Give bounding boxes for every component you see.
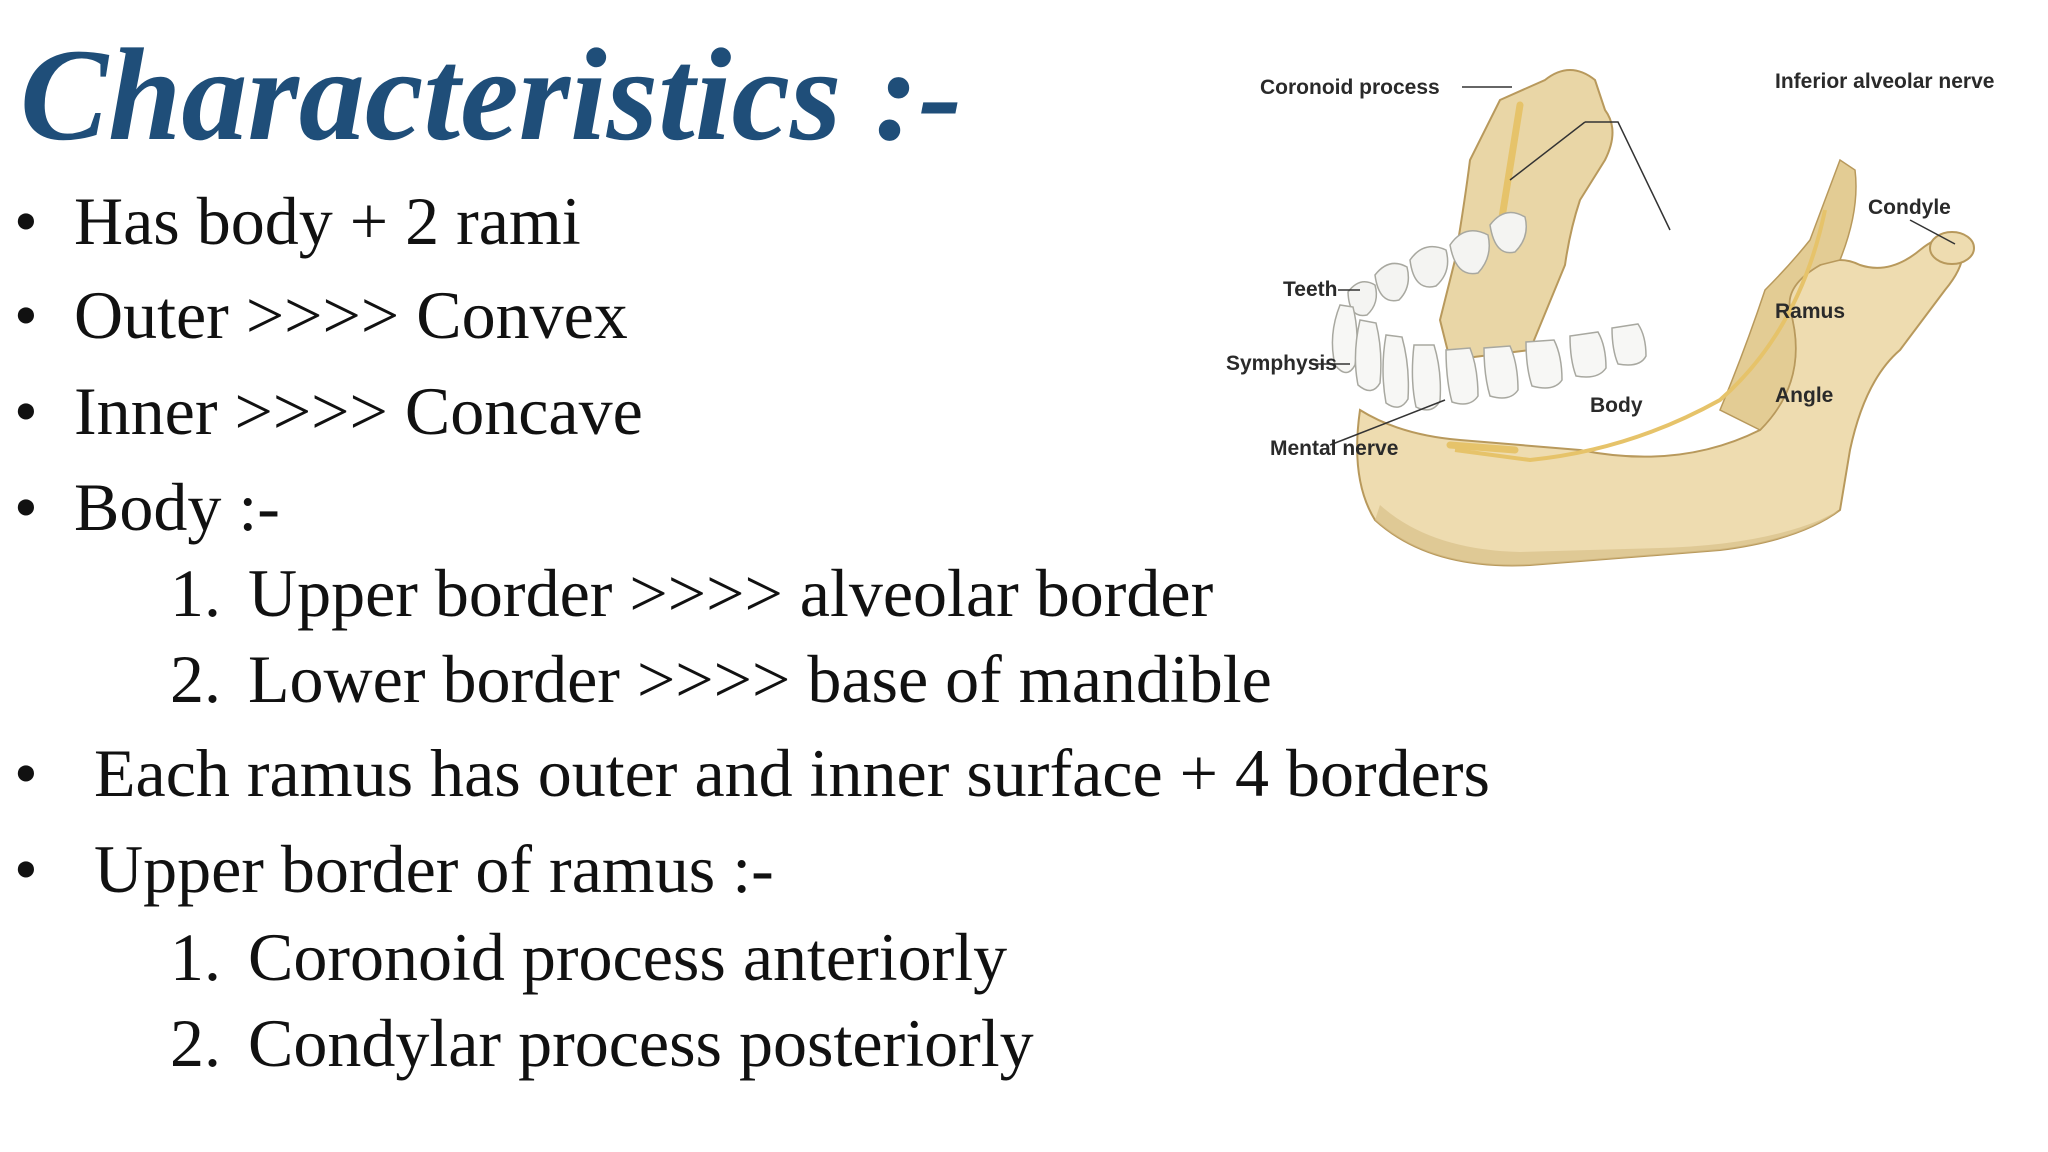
label-symphysis: Symphysis <box>1226 352 1337 375</box>
nerve-far <box>1496 101 1524 234</box>
label-ramus: Ramus <box>1775 300 1845 323</box>
bullet-text: Has body + 2 rami <box>74 183 581 259</box>
bullet-dot: • <box>14 469 38 545</box>
bullet-text: Upper border of ramus :- <box>94 831 774 907</box>
label-body: Body <box>1590 394 1643 417</box>
item-number: 1. <box>170 919 221 995</box>
bullet-dot: • <box>14 183 38 259</box>
label-angle: Angle <box>1775 384 1833 407</box>
slide-title: Characteristics :- <box>20 21 963 168</box>
label-teeth: Teeth <box>1283 278 1337 301</box>
label-mental-nerve: Mental nerve <box>1270 437 1398 460</box>
bullet-dot: • <box>14 373 38 449</box>
body-shade <box>1375 505 1840 566</box>
item-text: Condylar process posteriorly <box>248 1005 1034 1081</box>
bullet-dot: • <box>14 735 38 811</box>
label-condyle: Condyle <box>1868 196 1951 219</box>
item-number: 2. <box>170 641 221 717</box>
bullet-text: Inner >>>> Concave <box>74 373 643 449</box>
bullet-text: Each ramus has outer and inner surface +… <box>94 735 1490 811</box>
item-text: Coronoid process anteriorly <box>248 919 1008 995</box>
label-inferior-alveolar-nerve: Inferior alveolar nerve <box>1775 70 1994 93</box>
bullet-text: Outer >>>> Convex <box>74 277 628 353</box>
mandible-illustration: Coronoid process Inferior alveolar nerve… <box>1226 69 1994 567</box>
nerve-near <box>1454 209 1827 463</box>
leader-lines <box>1315 86 1956 446</box>
front-teeth <box>1331 304 1647 411</box>
item-number: 2. <box>170 1005 221 1081</box>
mandible-far-side <box>1438 69 1614 362</box>
far-teeth <box>1347 211 1527 317</box>
bullet-dot: • <box>14 277 38 353</box>
item-text: Upper border >>>> alveolar border <box>248 555 1214 631</box>
bullet-text: Body :- <box>74 469 280 545</box>
label-coronoid-process: Coronoid process <box>1260 76 1440 99</box>
bullet-dot: • <box>14 831 38 907</box>
item-number: 1. <box>170 555 221 631</box>
item-text: Lower border >>>> base of mandible <box>248 641 1272 717</box>
mandible-diagram: Coronoid process Inferior alveolar nerve… <box>1200 50 2020 610</box>
condyle-shape <box>1929 231 1975 265</box>
mental-nerve-shape <box>1446 441 1519 454</box>
